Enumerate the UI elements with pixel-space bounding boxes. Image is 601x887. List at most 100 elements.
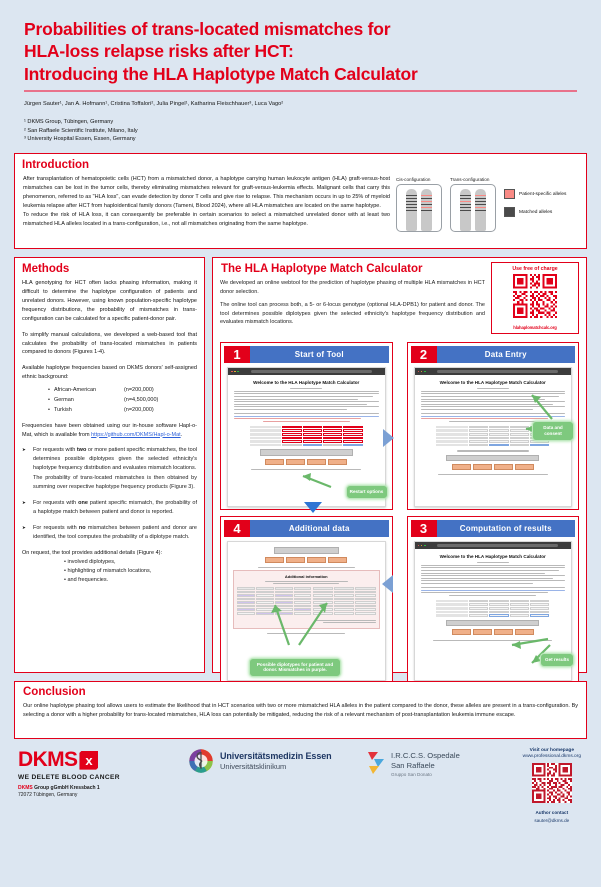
poster-header: Probabilities of trans-located mismatche… [14, 18, 587, 144]
browser-chrome-bar [414, 368, 571, 376]
ethnicity-name: German [53, 397, 74, 403]
dkms-wordmark: DKMS [18, 748, 78, 772]
chromosome-icon [406, 188, 417, 231]
methods-paragraph-5: On request, the tool provides additional… [22, 549, 163, 556]
title-divider [24, 90, 577, 93]
list-item: and frequencies. [22, 576, 197, 585]
screenshot-option-buttons[interactable] [415, 464, 572, 471]
maximize-icon [237, 370, 240, 373]
aesculap-staff-icon [189, 749, 213, 773]
conclusion-section: Conclusion Our online haplotype phasing … [14, 681, 587, 740]
list-item: • African-American (n=200,000) [48, 387, 154, 394]
dkms-tagline: WE DELETE BLOOD CANCER [18, 774, 120, 782]
screenshot-body-lines [415, 388, 572, 422]
callout-arrow-icon [302, 473, 332, 489]
screenshot-section-title: Additional information [284, 573, 328, 579]
qr-title: Use free of charge [512, 266, 558, 273]
option-button[interactable] [307, 556, 327, 563]
arrow-item-post: patient specific mismatch, the probabili… [33, 499, 197, 515]
figure-callout: Data and consent [532, 421, 574, 441]
calculator-paragraph-1: We developed an online webtool for the p… [220, 280, 485, 295]
address-bar[interactable] [250, 370, 372, 374]
option-button[interactable] [265, 458, 285, 465]
methods-paragraph-4: Frequencies have been obtained using our… [22, 422, 197, 440]
option-button[interactable] [493, 629, 513, 636]
figure-callout: Get results [540, 653, 574, 668]
option-button[interactable] [328, 458, 348, 465]
homepage-url: www.professional.dkms.org [522, 754, 581, 760]
ethnicity-count: (n=4,500,000) [123, 397, 159, 403]
option-button[interactable] [514, 464, 534, 471]
option-button[interactable] [472, 464, 492, 471]
option-button[interactable] [451, 629, 471, 636]
flow-arrow-down-icon [303, 502, 322, 514]
qr-code-icon[interactable] [513, 274, 557, 319]
title-line-1: Probabilities of trans-located mismatche… [24, 19, 391, 39]
dkms-address-line-1: Group gGmbH Kressbach 1 [32, 785, 100, 792]
screenshot-option-buttons[interactable] [415, 629, 572, 636]
figure-card-2: 2 Data Entry Welcome to the HLA Haplotyp… [406, 342, 579, 511]
san-raffaele-logo-block: I.R.C.C.S. Ospedale San Raffaele Gruppo … [366, 748, 486, 777]
arrow-item-post: or more patient specific mismatches, the… [33, 447, 197, 472]
legend-item-patient-specific: Patient-specific alleles [504, 189, 567, 200]
legend-label: Patient-specific alleles [519, 191, 567, 197]
hapl-o-mat-text-pre: Frequencies have been obtained using our… [22, 422, 197, 438]
qr-code-card[interactable]: Use free of charge [491, 262, 579, 335]
title-line-3: Introducing the HLA Haplotype Match Calc… [24, 63, 418, 84]
legend-swatch-icon [504, 189, 515, 200]
trans-chromosome-pair [450, 183, 496, 232]
introduction-paragraph-1: After transplantation of hematopoietic c… [23, 176, 390, 209]
legend-swatch-icon [504, 207, 515, 218]
option-button[interactable] [265, 556, 285, 563]
callout-arrow-icon [271, 602, 328, 646]
address-bar[interactable] [437, 370, 558, 374]
trans-configuration-caption: Trans-configuration [450, 177, 490, 183]
essen-logo-block: Universitätsmedizin Essen Universitätskl… [188, 748, 356, 774]
cis-configuration-caption: Cis-configuration [396, 177, 431, 183]
introduction-section: Introduction After transplantation of he… [14, 153, 587, 250]
figure-card-3: 3 Computation of results Welcome to the … [303, 429, 579, 685]
screenshot-primary-button[interactable] [446, 454, 540, 462]
option-button[interactable] [286, 556, 306, 563]
option-button[interactable] [307, 458, 327, 465]
introduction-text: After transplantation of hematopoietic c… [23, 175, 390, 232]
san-raffaele-mark-icon [368, 752, 384, 775]
ethnicity-count: (n=200,000) [123, 406, 154, 413]
screenshot-input-table [436, 599, 550, 617]
figure-number: 4 [224, 520, 250, 538]
option-button[interactable] [286, 458, 306, 465]
homepage-qr-code-icon[interactable] [531, 762, 572, 803]
list-item: involved diplotypes, [22, 558, 197, 567]
hapl-o-mat-link[interactable]: https://github.com/DKMS/Hapl-o-Mat [91, 431, 181, 438]
option-button[interactable] [514, 629, 534, 636]
arrow-item-bold: no [78, 524, 86, 531]
essen-subname: Universitätsklinikum [220, 762, 287, 772]
option-button[interactable] [451, 464, 471, 471]
dkms-address: DKMS Group gGmbH Kressbach 1 72072 Tübin… [18, 785, 178, 800]
minimize-icon [234, 370, 236, 373]
arrow-item-bold: one [78, 499, 88, 506]
affiliation-2: ² San Raffaele Scientific Institute, Mil… [24, 127, 138, 134]
chromosome-icon [460, 188, 471, 231]
option-button[interactable] [472, 629, 492, 636]
methods-paragraph-2: To simplify manual calculations, we deve… [22, 331, 197, 356]
screenshot-primary-button[interactable] [259, 449, 353, 456]
screenshot-option-buttons[interactable] [228, 556, 385, 563]
list-item: • Turkish (n=200,000) [48, 406, 154, 413]
option-button[interactable] [493, 464, 513, 471]
dkms-logo-block: DKMS x WE DELETE BLOOD CANCER DKMS Group… [18, 748, 178, 800]
methods-paragraph-3: Available haplotype frequencies based on… [22, 365, 197, 381]
screenshot-option-buttons[interactable] [228, 458, 385, 465]
option-button[interactable] [328, 556, 348, 563]
qr-url-label: hlahaplomatchcalc.org [513, 325, 557, 331]
figure-callout: Restart options [345, 485, 388, 500]
screenshot-primary-button[interactable] [446, 619, 540, 627]
cis-chromosome-pair [396, 183, 442, 232]
screenshot-primary-button[interactable] [273, 547, 339, 554]
address-bar[interactable] [437, 544, 558, 548]
arrow-item-pre: For requests with [33, 524, 79, 531]
calculator-section: The HLA Haplotype Match Calculator We de… [212, 257, 587, 685]
introduction-heading: Introduction [22, 159, 90, 172]
additional-details-list: involved diplotypes, highlighting of mis… [22, 558, 197, 584]
screenshot-body-lines [415, 562, 572, 596]
